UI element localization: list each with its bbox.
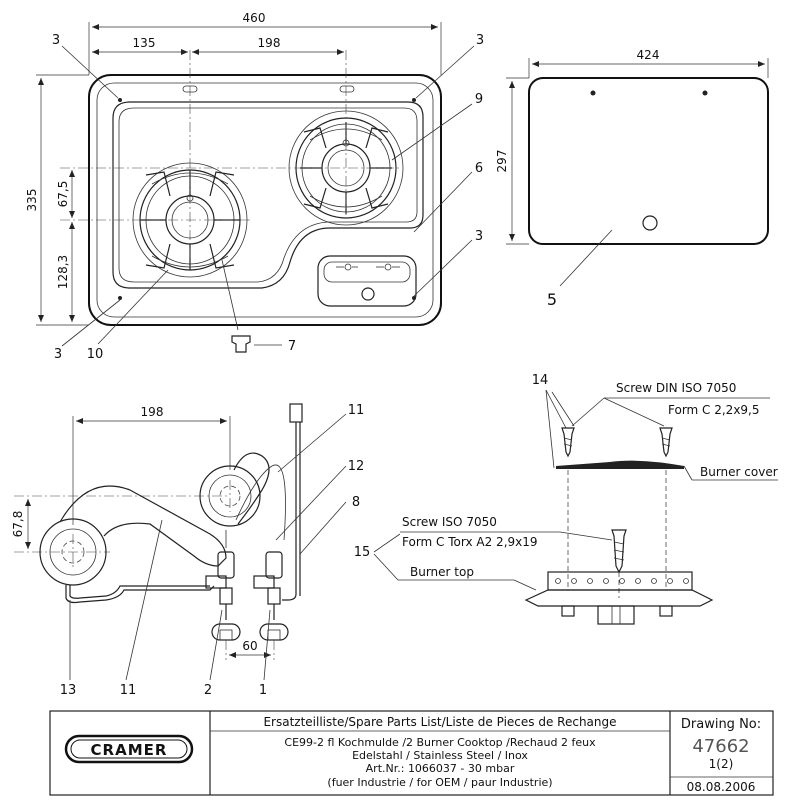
gas-layout: 198 67,8 — [11, 403, 364, 698]
top-screw-spec-1: Screw ISO 7050 — [402, 515, 497, 529]
gas-front-burner — [39, 518, 107, 586]
cooktop-tray-outline — [112, 101, 424, 289]
title-line-4: (fuer Industrie / for OEM / paur Industr… — [327, 776, 552, 789]
title-line-3: Art.Nr.: 1066037 - 30 mbar — [366, 762, 515, 775]
knob-right-marker — [384, 263, 392, 271]
cover-screw-spec-2: Form C 2,2x9,5 — [668, 403, 760, 417]
title-line-1: CE99-2 fl Kochmulde /2 Burner Cooktop /R… — [284, 736, 596, 749]
knob-cap-part-7 — [231, 335, 251, 353]
cooktop-outline — [88, 74, 442, 326]
burner-top-screw — [611, 529, 627, 598]
callout-10: 10 — [87, 347, 104, 362]
burner-top-label: Burner top — [410, 565, 474, 579]
dim-valve-spacing: 60 — [242, 639, 257, 653]
top-screw-spec-2: Form C Torx A2 2,9x19 — [402, 535, 538, 549]
callout-11-bottom: 11 — [120, 683, 137, 698]
dim-burner-y-offset: 67,5 — [56, 181, 70, 208]
gas-supply-pipe — [282, 422, 297, 601]
burner-assembly: 14 Screw DIN ISO 7050 Form C 2,2x9,5 Bur… — [354, 373, 778, 625]
gas-rear-burner — [199, 465, 261, 527]
callout-3-top-right: 3 — [476, 33, 484, 48]
callout-5: 5 — [547, 290, 557, 309]
dim-cover-depth: 297 — [495, 150, 509, 173]
dim-burner-spacing: 198 — [258, 36, 281, 50]
dim-burner-left-offset: 135 — [133, 36, 156, 50]
dim-cover-width: 424 — [637, 48, 660, 62]
knob-panel — [317, 255, 417, 307]
cover-screw-spec-1: Screw DIN ISO 7050 — [616, 381, 736, 395]
burner-cover-label: Burner cover — [700, 465, 778, 479]
burner-cover — [556, 460, 684, 469]
callout-9: 9 — [475, 92, 483, 107]
knob-left-marker — [344, 263, 352, 271]
callout-11-top: 11 — [348, 403, 365, 418]
cramer-logo — [64, 734, 194, 764]
callout-3-bottom-left: 3 — [54, 347, 62, 362]
callout-14: 14 — [532, 373, 549, 388]
dim-gas-offset: 67,8 — [11, 511, 25, 538]
knob-valve-2 — [211, 623, 241, 660]
drawing-no-label: Drawing No: — [681, 717, 761, 732]
thermocouple-line — [225, 464, 286, 548]
callout-3-top-left: 3 — [52, 33, 60, 48]
dim-gas-burner-spacing: 198 — [141, 405, 164, 419]
valve-2 — [205, 551, 235, 620]
knob-valve-1 — [259, 623, 289, 660]
callout-1: 1 — [259, 683, 267, 698]
cover-screw-left — [561, 427, 575, 458]
drawing-number: 47662 — [692, 736, 749, 757]
cover-screw-right — [659, 427, 673, 458]
igniter-button — [361, 287, 375, 301]
dim-burner-y-from-bottom: 128,3 — [56, 255, 70, 289]
drawing-date: 08.08.2006 — [687, 780, 756, 794]
valve-1 — [253, 551, 283, 620]
mixing-tube-rear — [233, 452, 270, 525]
cooktop-top-view: 460 135 198 335 67,5 128,3 3 3 9 6 3 3 1… — [25, 11, 484, 362]
callout-6: 6 — [475, 161, 483, 176]
callout-3-bottom-right: 3 — [475, 229, 483, 244]
callout-15: 15 — [354, 545, 371, 560]
callout-8: 8 — [352, 495, 360, 510]
dim-overall-depth: 335 — [25, 189, 39, 212]
callout-2: 2 — [204, 683, 212, 698]
title-line-2: Edelstahl / Stainless Steel / Inox — [352, 749, 528, 762]
title-heading: Ersatzteilliste/Spare Parts List/Liste d… — [263, 715, 616, 729]
front-gas-pipe — [65, 585, 215, 604]
callout-7: 7 — [288, 339, 296, 354]
cover-plate — [528, 77, 769, 245]
callout-13: 13 — [60, 683, 77, 698]
title-block: CRAMER Ersatzteilliste/Spare Parts List/… — [49, 710, 774, 796]
cover-view: 424 297 5 — [495, 48, 769, 309]
dim-overall-width: 460 — [243, 11, 266, 25]
logo-text: CRAMER — [91, 741, 168, 759]
callout-12: 12 — [348, 459, 365, 474]
burner-top-body — [524, 571, 714, 625]
cover-hole — [642, 215, 658, 231]
mixing-tube-front — [59, 485, 227, 567]
sheet-number: 1(2) — [709, 757, 734, 771]
